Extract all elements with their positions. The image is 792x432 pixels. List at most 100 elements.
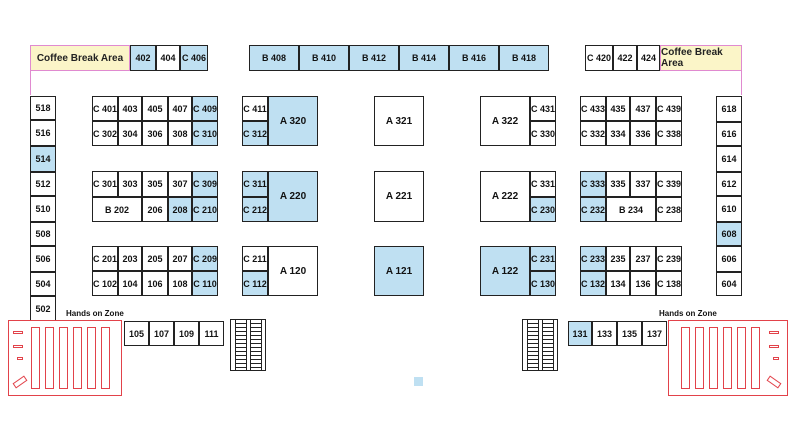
booth[interactable]: C 301 [92,171,118,197]
booth[interactable]: C 132 [580,271,606,296]
booth[interactable]: 137 [642,321,667,346]
booth[interactable]: 402 [130,45,156,71]
booth[interactable]: 518 [30,96,56,120]
booth[interactable]: 131 [568,321,592,346]
booth[interactable]: 335 [606,171,630,197]
booth[interactable]: 510 [30,196,56,222]
booth[interactable]: 105 [124,321,149,346]
booth[interactable]: 305 [142,171,168,197]
booth[interactable]: A 321 [374,96,424,146]
booth[interactable]: C 309 [192,171,218,197]
booth[interactable]: 618 [716,96,742,122]
booth[interactable]: 502 [30,296,56,322]
booth[interactable]: C 232 [580,197,606,222]
booth[interactable]: C 339 [656,171,682,197]
booth[interactable]: 109 [174,321,199,346]
booth[interactable]: B 202 [92,197,142,222]
booth[interactable]: 608 [716,222,742,246]
booth[interactable]: C 433 [580,96,606,121]
booth[interactable]: 135 [617,321,642,346]
booth[interactable]: A 220 [268,171,318,222]
booth[interactable]: A 322 [480,96,530,146]
booth[interactable]: A 120 [268,246,318,296]
booth[interactable]: C 332 [580,121,606,146]
booth[interactable]: 237 [630,246,656,271]
booth[interactable]: 504 [30,272,56,296]
booth[interactable]: B 410 [299,45,349,71]
booth[interactable]: B 234 [606,197,656,222]
booth[interactable]: 203 [118,246,142,271]
booth[interactable]: C 311 [242,171,268,197]
booth[interactable]: C 331 [530,171,556,197]
booth[interactable]: C 112 [242,271,268,296]
booth[interactable]: 516 [30,120,56,146]
booth[interactable]: C 239 [656,246,682,271]
booth[interactable]: A 320 [268,96,318,146]
booth[interactable]: 512 [30,172,56,196]
booth[interactable]: C 431 [530,96,556,121]
booth[interactable]: C 333 [580,171,606,197]
booth[interactable]: C 238 [656,197,682,222]
booth[interactable]: 506 [30,246,56,272]
booth[interactable]: C 209 [192,246,218,271]
booth[interactable]: C 138 [656,271,682,296]
booth[interactable]: A 122 [480,246,530,296]
booth[interactable]: A 121 [374,246,424,296]
booth[interactable]: B 414 [399,45,449,71]
booth[interactable]: 616 [716,122,742,146]
booth[interactable]: C 102 [92,271,118,296]
booth[interactable]: 107 [149,321,174,346]
booth[interactable]: 207 [168,246,192,271]
booth[interactable]: C 201 [92,246,118,271]
booth[interactable]: C 310 [192,121,218,146]
booth[interactable]: 403 [118,96,142,121]
booth[interactable]: C 110 [192,271,218,296]
hands-on-zone-left[interactable] [8,320,122,396]
booth[interactable]: C 401 [92,96,118,121]
booth[interactable]: C 439 [656,96,682,121]
booth[interactable]: C 406 [180,45,208,71]
booth[interactable]: 334 [606,121,630,146]
booth[interactable]: 205 [142,246,168,271]
booth[interactable]: 336 [630,121,656,146]
booth[interactable]: C 230 [530,197,556,222]
booth[interactable]: 111 [199,321,224,346]
booth[interactable]: 104 [118,271,142,296]
booth[interactable]: 208 [168,197,192,222]
booth[interactable]: C 338 [656,121,682,146]
booth[interactable]: 437 [630,96,656,121]
booth[interactable]: C 231 [530,246,556,271]
booth[interactable]: C 302 [92,121,118,146]
booth[interactable]: C 212 [242,197,268,222]
booth[interactable]: 136 [630,271,656,296]
booth[interactable]: 108 [168,271,192,296]
booth[interactable]: A 222 [480,171,530,222]
booth[interactable]: A 221 [374,171,424,222]
booth[interactable]: 306 [142,121,168,146]
booth[interactable]: 134 [606,271,630,296]
booth[interactable]: 303 [118,171,142,197]
booth[interactable]: C 130 [530,271,556,296]
booth[interactable]: C 210 [192,197,218,222]
booth[interactable]: 435 [606,96,630,121]
booth[interactable]: 508 [30,222,56,246]
booth[interactable]: 606 [716,246,742,272]
booth[interactable]: 337 [630,171,656,197]
booth[interactable]: 235 [606,246,630,271]
booth[interactable]: 404 [156,45,180,71]
booth[interactable]: C 312 [242,121,268,146]
booth[interactable]: C 411 [242,96,268,121]
booth[interactable]: 304 [118,121,142,146]
booth[interactable]: C 211 [242,246,268,271]
booth[interactable]: 610 [716,196,742,222]
booth[interactable]: B 416 [449,45,499,71]
booth[interactable]: C 233 [580,246,606,271]
booth[interactable]: B 418 [499,45,549,71]
booth[interactable]: B 408 [249,45,299,71]
booth[interactable]: 604 [716,272,742,296]
booth[interactable]: B 412 [349,45,399,71]
booth[interactable]: 612 [716,172,742,196]
booth[interactable]: 106 [142,271,168,296]
booth[interactable]: 206 [142,197,168,222]
booth[interactable]: 133 [592,321,617,346]
